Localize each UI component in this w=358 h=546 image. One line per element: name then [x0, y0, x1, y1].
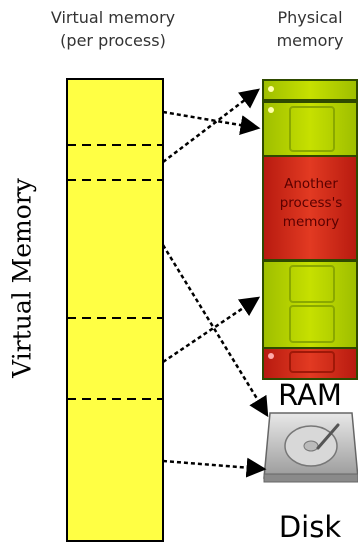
mapping-arrow — [162, 296, 261, 364]
virtual-memory-header: Virtual memory (per process) — [18, 6, 208, 52]
physical-memory-header: Physical memory — [262, 6, 358, 52]
physical-header-line2: memory — [276, 31, 344, 50]
another-process-line3: memory — [282, 214, 340, 230]
virtual-header-line2: (per process) — [60, 31, 166, 50]
virtual-memory-block — [66, 78, 164, 542]
mapping-arrow — [162, 457, 267, 478]
another-process-line2: process's — [279, 195, 343, 211]
another-process-label: Another process's memory — [264, 175, 358, 232]
mapping-arrows — [161, 88, 269, 478]
ram-label: RAM — [278, 378, 342, 412]
virtual-header-line1: Virtual memory — [50, 8, 176, 27]
physical-header-line1: Physical — [277, 8, 343, 27]
mapping-arrow — [161, 244, 269, 418]
hard-disk-icon — [263, 412, 358, 483]
disk-label: Disk — [278, 510, 342, 544]
another-process-line1: Another — [284, 176, 338, 192]
ram-module-icon — [262, 79, 358, 380]
mapping-arrow — [162, 110, 261, 135]
mapping-arrow — [162, 88, 260, 163]
